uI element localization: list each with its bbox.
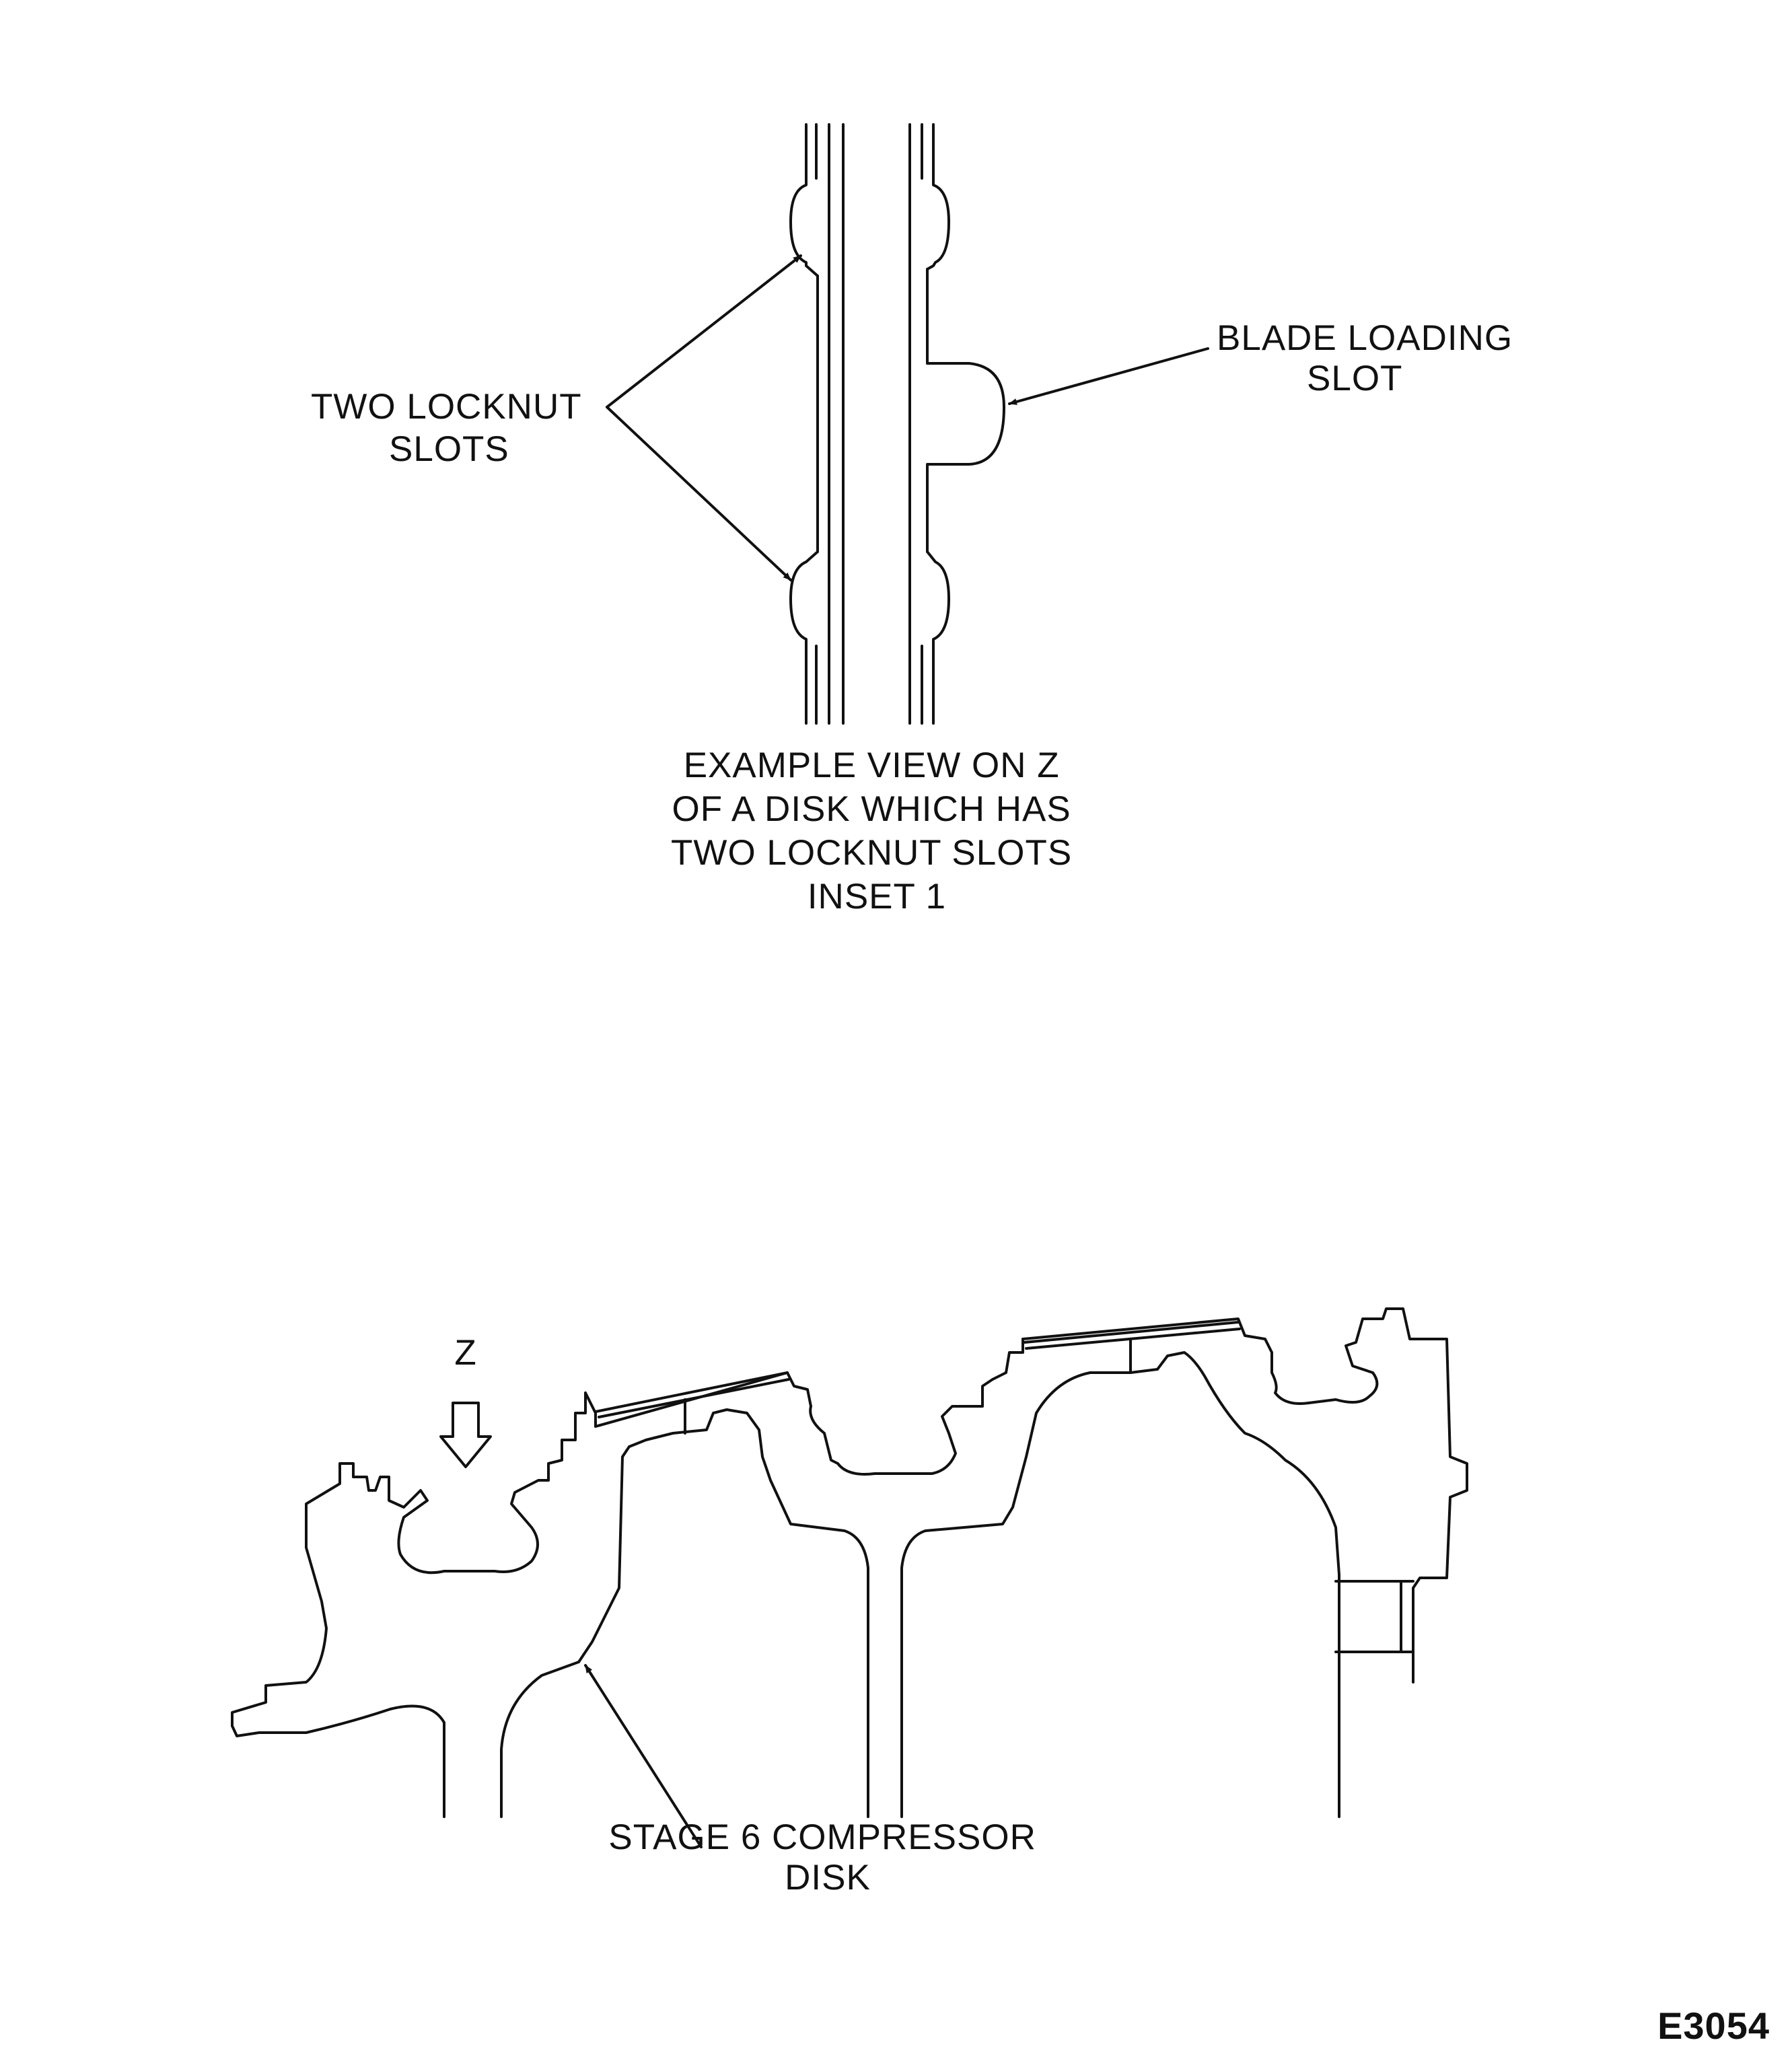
view-z-label: Z xyxy=(454,1333,476,1373)
locknut-leader-lower xyxy=(606,406,792,581)
blade-slot-label: BLADE LOADING SLOT xyxy=(1217,318,1524,398)
disk-label-line-1: STAGE 6 COMPRESSOR xyxy=(608,1817,1036,1857)
down-arrow-icon xyxy=(439,1402,492,1468)
stage6-disk-outline xyxy=(500,1408,869,1818)
inset-left-inner-edge-1 xyxy=(815,123,819,725)
left-arm-bottom xyxy=(231,1704,445,1818)
blade-slot-label-line-1: BLADE LOADING xyxy=(1217,318,1513,358)
view-z-arrow xyxy=(439,1402,492,1468)
right-flange-box xyxy=(1334,1580,1414,1653)
locknut-label: TWO LOCKNUT SLOTS xyxy=(311,387,592,469)
stage6-disk-leader xyxy=(584,1664,703,1848)
inset-caption-line-1: EXAMPLE VIEW ON Z xyxy=(684,746,1060,785)
compressor-section xyxy=(231,1307,1468,1848)
inset-caption: EXAMPLE VIEW ON Z OF A DISK WHICH HAS TW… xyxy=(671,746,1083,916)
locknut-leader-upper xyxy=(606,254,802,408)
inset-right-outer-edge xyxy=(926,123,1005,725)
disk-label: STAGE 6 COMPRESSOR DISK xyxy=(608,1817,1046,1897)
right-slot-outline xyxy=(1270,1307,1468,1684)
middle-disk-outline xyxy=(809,1338,1024,1476)
inset-left-outer-edge xyxy=(789,123,819,725)
locknut-label-line-1: TWO LOCKNUT xyxy=(311,387,581,427)
platform-2-blade xyxy=(1023,1321,1241,1350)
inset-right-edge-2 xyxy=(921,123,929,725)
platform-1-blade xyxy=(594,1371,790,1418)
blade-slot-leader xyxy=(1008,347,1209,405)
right-rim-outline xyxy=(1129,1351,1340,1818)
left-flange-outline xyxy=(231,1391,587,1727)
middle-disk-bore xyxy=(900,1371,1132,1818)
locknut-label-line-2: SLOTS xyxy=(389,429,509,469)
disk-label-line-2: DISK xyxy=(785,1858,871,1897)
inset-view-z xyxy=(606,123,1209,725)
inset-caption-line-3: TWO LOCKNUT SLOTS xyxy=(671,833,1072,873)
figure-number: E3054 xyxy=(1657,2004,1770,2047)
platform-2-outline xyxy=(1022,1317,1273,1354)
inset-caption-line-2: OF A DISK WHICH HAS xyxy=(672,789,1071,829)
inset-caption-line-4: INSET 1 xyxy=(808,877,946,916)
blade-slot-label-line-2: SLOT xyxy=(1307,359,1402,398)
